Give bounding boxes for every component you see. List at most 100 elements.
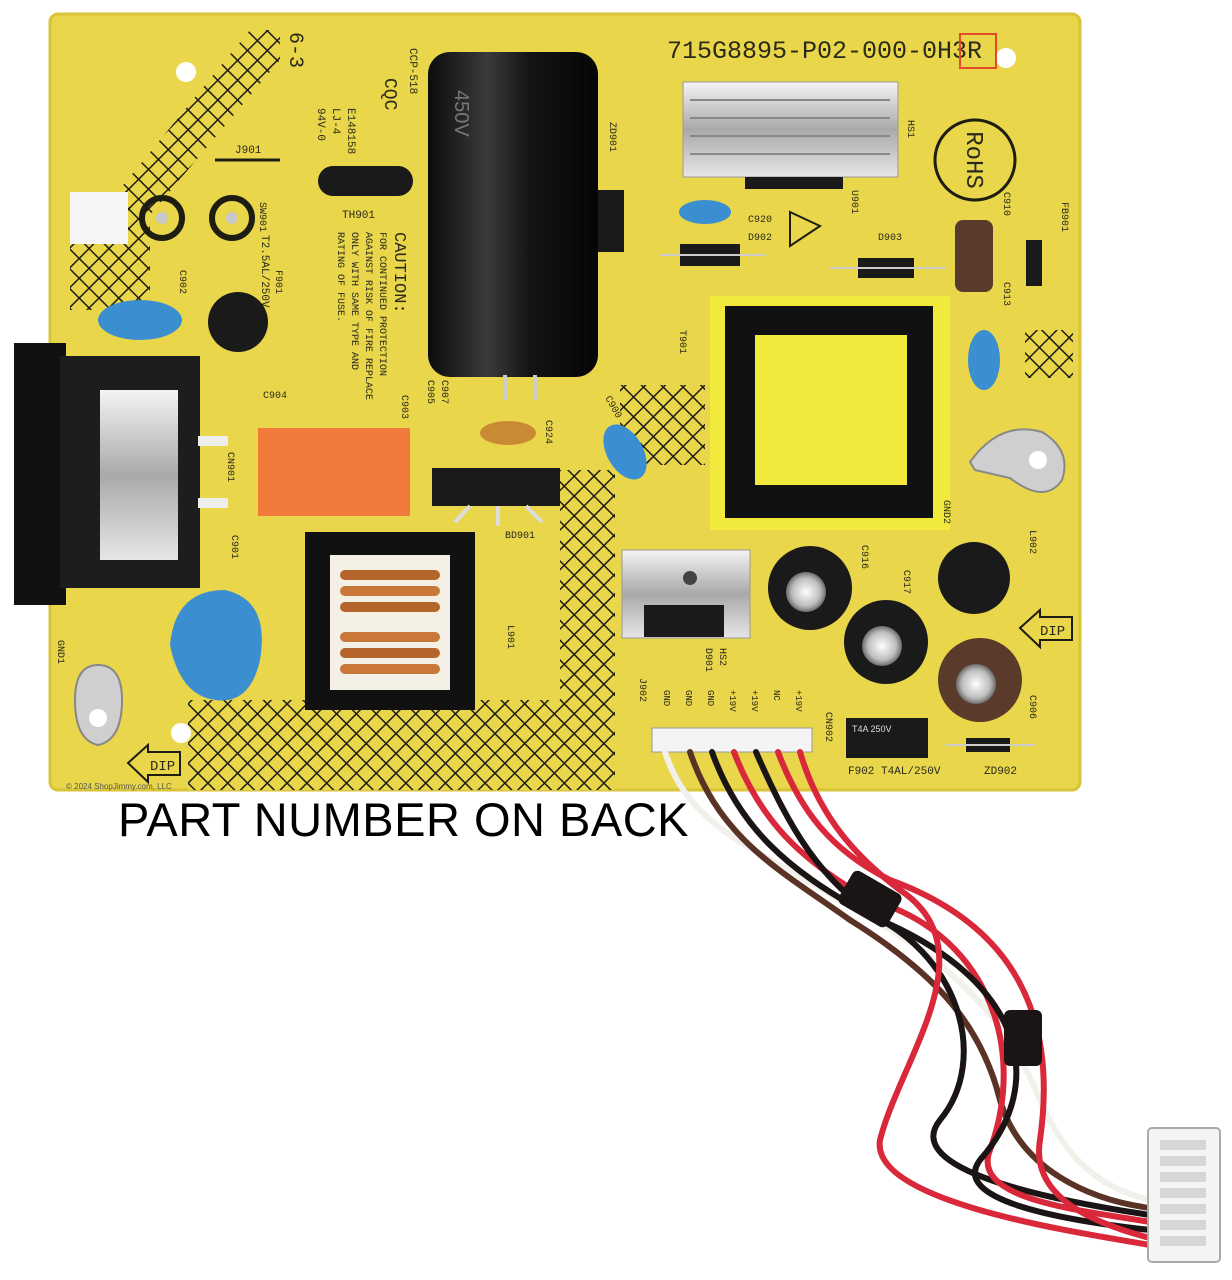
label-d903: D903: [878, 233, 902, 244]
pin-label: NC: [771, 690, 781, 701]
capacitor-c924: [480, 421, 536, 445]
end-connector-slots: [1160, 1140, 1206, 1246]
dip-arrow-left: DIP: [126, 742, 181, 785]
ac-inlet-plate: [100, 390, 178, 560]
hatch-zone-left: [70, 240, 150, 310]
ground-lug-gnd2: [968, 428, 1066, 493]
label-hs2: HS2: [716, 648, 727, 666]
label-th901: TH901: [342, 210, 375, 222]
label-f901: F901: [272, 270, 283, 294]
x-capacitor-c903: [258, 428, 410, 516]
label-gnd1: GND1: [54, 640, 65, 664]
label-d902: D902: [748, 233, 772, 244]
screw-pad-center: [226, 212, 238, 224]
wire-wrap-tape: [838, 870, 902, 928]
rohs-text: RoHS: [959, 131, 986, 189]
caution-title: CAUTION:: [389, 232, 408, 314]
fuse-f902: [846, 718, 928, 758]
label-zd901: ZD901: [606, 122, 617, 152]
pin-label: +19V: [727, 690, 737, 712]
inlet-pin: [198, 436, 228, 446]
cap-top: [862, 626, 902, 666]
heatsink-screw: [683, 571, 697, 585]
caution-line: FOR CONTINUED PROTECTION: [376, 232, 387, 376]
label-c904: C904: [263, 391, 287, 402]
diode-zd901: [598, 190, 624, 252]
ul-code-3: 94V-0: [314, 108, 326, 141]
ferrite-fb901: [1026, 240, 1042, 286]
caution-line: RATING OF FUSE.: [334, 232, 345, 322]
screw-pad-center: [156, 212, 168, 224]
fuse-f902-body: T4A 250V: [852, 724, 892, 734]
date-code: 6-3: [283, 32, 306, 68]
pin-label: +19V: [749, 690, 759, 712]
inlet-pin: [198, 498, 228, 508]
label-c906: C906: [1026, 695, 1037, 719]
screw-pad: [209, 195, 255, 241]
label-j901: J901: [235, 145, 262, 157]
label-cn901: CN901: [224, 452, 235, 482]
label-bd901: BD901: [505, 531, 535, 542]
ground-lug-gnd1: [73, 663, 124, 747]
bridge-rectifier-bd901: [432, 468, 560, 506]
pin-label: GND: [705, 690, 715, 706]
lug-hole: [89, 709, 107, 727]
label-gnd2: GND2: [940, 500, 951, 524]
rectifier-leg: [453, 504, 472, 524]
fuse-f901: [208, 292, 268, 352]
heatsink-fins: [690, 99, 890, 155]
caution-line: ONLY WITH SAME TYPE AND: [348, 232, 359, 370]
label-j902: J902: [636, 678, 647, 702]
label-hs1: HS1: [904, 120, 915, 138]
ccp-label: CCP-518: [406, 48, 418, 94]
output-connector-cn902: [651, 727, 813, 753]
bulk-capacitor-text: 450V: [450, 90, 472, 137]
label-c905: C905: [424, 380, 435, 404]
thermistor-th901: [318, 166, 413, 196]
diode-d901: [644, 605, 724, 637]
pin-label: +19V: [793, 690, 803, 712]
label-c917: C917: [900, 570, 911, 594]
label-t901: T901: [676, 330, 687, 354]
caution-block: CAUTION: FOR CONTINUED PROTECTION AGAINS…: [334, 232, 408, 400]
label-c901: C901: [228, 535, 239, 559]
screw-pad: [139, 195, 185, 241]
label-c913: C913: [1000, 282, 1011, 306]
label-zd902: ZD902: [984, 766, 1017, 778]
rectifier-leg: [524, 504, 544, 524]
label-c910: C910: [1000, 192, 1011, 216]
fuse-rating: T2.5AL/250V: [258, 235, 270, 308]
rohs-mark: [933, 118, 1017, 202]
ul-code: E148158: [344, 108, 356, 154]
wire-harness: [662, 749, 1153, 1248]
hatch-zone-right: [1025, 330, 1073, 378]
wire-wrap-tape: [1004, 1010, 1042, 1066]
cap-top: [786, 572, 826, 612]
capacitor-c910: [955, 220, 993, 292]
label-l902: L902: [1026, 530, 1037, 554]
dip-arrow-right: DIP: [1018, 607, 1073, 650]
transformer-winding: [755, 335, 907, 485]
pin-label: GND: [683, 690, 693, 706]
pin-label: GND: [661, 690, 671, 706]
label-l901: L901: [504, 625, 515, 649]
ul-code-2: LJ-4: [329, 108, 341, 135]
label-c902: C902: [176, 270, 187, 294]
label-c916: C916: [858, 545, 869, 569]
dip-label: DIP: [1040, 624, 1065, 640]
y-capacitor-c902: [98, 300, 182, 340]
white-pad: [70, 192, 128, 244]
label-c924: C924: [542, 420, 553, 444]
part-number-caption: PART NUMBER ON BACK: [118, 793, 689, 846]
label-cn902: CN902: [822, 712, 833, 742]
label-fb901: FB901: [1058, 202, 1069, 232]
heatsink-hs1: [682, 81, 899, 178]
label-sw901: SW901: [256, 202, 267, 232]
mount-hole: [176, 62, 196, 82]
ac-inlet-body: [14, 343, 66, 605]
label-c920: C920: [748, 215, 772, 226]
cap-top: [956, 664, 996, 704]
part-code-frame: [959, 33, 997, 69]
regulator-u901: [745, 177, 843, 189]
dip-label: DIP: [150, 759, 175, 775]
